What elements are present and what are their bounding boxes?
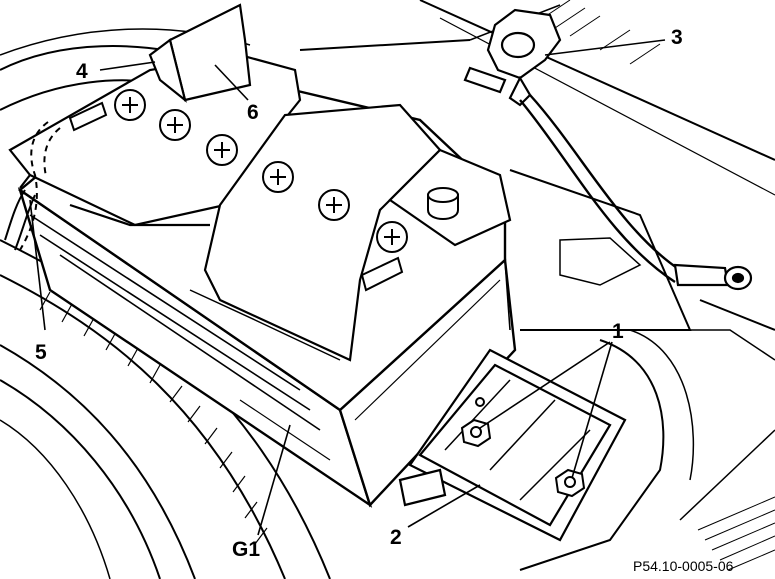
- cell-cap-5: [318, 189, 350, 221]
- bolt-1b: [554, 468, 586, 498]
- battery-terminal-post: [427, 187, 459, 220]
- battery-ribs: [29, 214, 511, 461]
- leader-2: [407, 484, 481, 528]
- leader-5: [29, 199, 46, 331]
- leader-g1: [257, 424, 291, 536]
- callout-5: 5: [35, 341, 47, 364]
- cover-flap: [148, 3, 252, 103]
- callout-3: 3: [671, 26, 683, 49]
- leader-4: [99, 61, 156, 71]
- leader-3: [544, 39, 666, 56]
- ground-cable: [463, 8, 753, 291]
- callout-4: 4: [76, 60, 88, 83]
- cell-cap-3: [206, 134, 238, 166]
- cell-cap-4: [262, 161, 294, 193]
- callout-2: 2: [390, 526, 402, 549]
- reference-code: P54.10-0005-06: [633, 558, 734, 574]
- callout-1: 1: [612, 320, 624, 343]
- leader-lines: [29, 39, 666, 536]
- cell-cap-6: [376, 221, 408, 253]
- leader-1b: [571, 341, 613, 479]
- vent-hose: [4, 121, 61, 251]
- cell-cap-1: [114, 89, 146, 121]
- label-slots: [68, 101, 404, 292]
- callout-g1: G1: [232, 538, 260, 561]
- battery-cover: [8, 53, 512, 362]
- leader-6: [214, 64, 249, 101]
- cell-cap-2: [159, 109, 191, 141]
- leader-1a: [479, 341, 611, 429]
- callout-6: 6: [247, 101, 259, 124]
- cell-caps: [114, 89, 408, 253]
